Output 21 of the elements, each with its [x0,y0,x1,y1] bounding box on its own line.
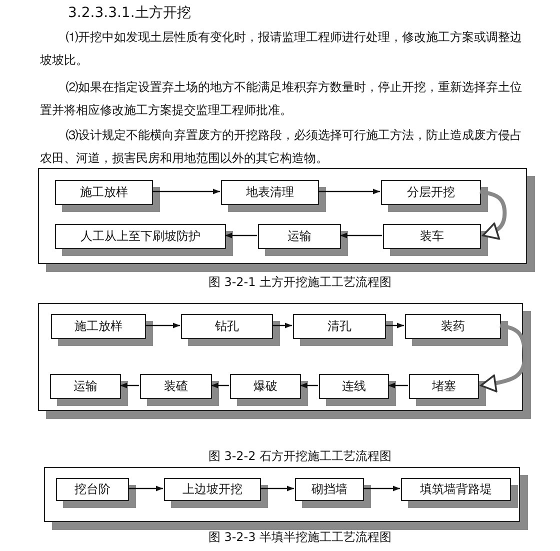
arrow [300,382,318,388]
section-heading: 3.2.3.3.1.土方开挖 [68,4,191,22]
arrow [363,486,400,492]
arrow [128,486,163,492]
figure-caption: 图 3-2-1 土方开挖施工工艺流程图 [207,274,393,291]
arrow [120,382,139,388]
figure-caption: 图 3-2-3 半填半挖施工工艺流程图 [207,529,393,546]
arrow [385,322,404,328]
arrow [318,188,380,194]
paragraph: ⑴开挖中如发现土层性质有变化时，报请监理工程师进行处理，修改施工方案或调整边坡坡比。 [40,29,523,69]
arrow [388,382,408,388]
arrow [152,188,220,194]
figure-caption: 图 3-2-2 石方开挖施工工艺流程图 [207,448,393,465]
arrow [225,232,257,238]
arrow [211,382,229,388]
arrow [260,486,294,492]
arrow [340,232,382,238]
arrow [272,322,292,328]
arrow [145,322,180,328]
paragraph: ⑵如果在指定设置弃土场的地方不能满足堆积弃方数量时，停止开挖，重新选择弃土位置并将相应修改施工方案提交监理工程师批准。 [40,79,523,119]
paragraph: ⑶设计规定不能横向弃置废方的开挖路段，必须选择可行施工方法，防止造成废方侵占农田、河道，损害民房和用地范围以外的其它构造物。 [40,127,523,167]
